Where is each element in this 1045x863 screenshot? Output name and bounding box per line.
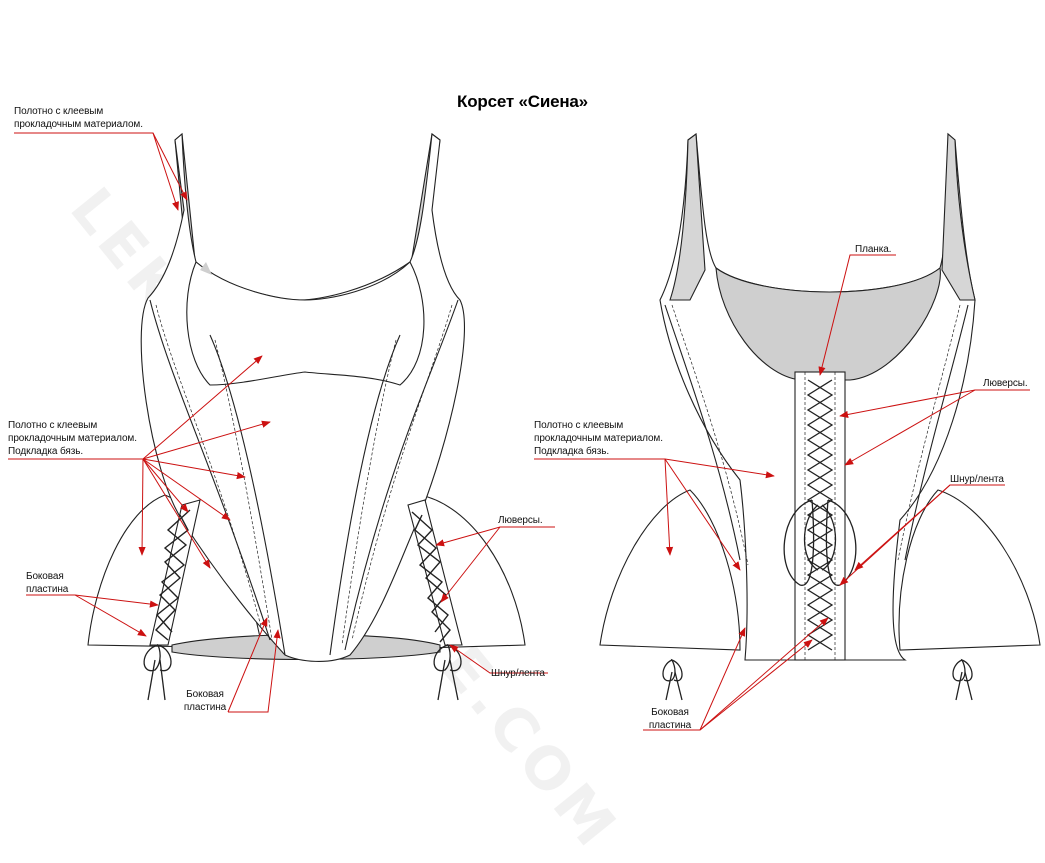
label-front-side-panel-left: Боковая пластина <box>26 571 69 595</box>
label-front-side-panel-bottom: Боковая пластина <box>183 689 227 713</box>
front-lacing-left <box>154 509 191 641</box>
label-front-body: Полотно с клеевым прокладочным материало… <box>8 420 137 457</box>
back-hip-left <box>599 489 741 651</box>
label-back-side-panel: Боковая пластина <box>648 707 692 731</box>
corset-diagram <box>8 132 1041 731</box>
front-bow-right <box>433 643 462 701</box>
label-front-eyelets: Люверсы. <box>498 515 543 526</box>
label-front-strap: Полотно с клеевым прокладочным материало… <box>14 106 143 130</box>
label-back-eyelets: Люверсы. <box>983 378 1028 389</box>
back-bow-left <box>662 658 683 701</box>
label-back-lace: Шнур/лента <box>950 474 1004 485</box>
back-lining <box>715 266 941 381</box>
back-hip-right <box>898 489 1041 651</box>
label-back-placket: Планка. <box>855 244 892 255</box>
label-front-lace: Шнур/лента <box>491 668 545 679</box>
front-view <box>87 132 526 701</box>
front-lacing-right <box>411 511 451 643</box>
back-view <box>599 132 1041 701</box>
front-bow-left <box>143 643 172 701</box>
annotations <box>8 132 1030 731</box>
back-lacing <box>806 379 834 651</box>
back-placket <box>794 371 846 661</box>
diagram-title: Корсет «Сиена» <box>457 92 588 111</box>
front-bust <box>186 261 425 386</box>
back-bow-right <box>952 658 973 701</box>
label-back-body: Полотно с клеевым прокладочным материало… <box>534 420 663 457</box>
